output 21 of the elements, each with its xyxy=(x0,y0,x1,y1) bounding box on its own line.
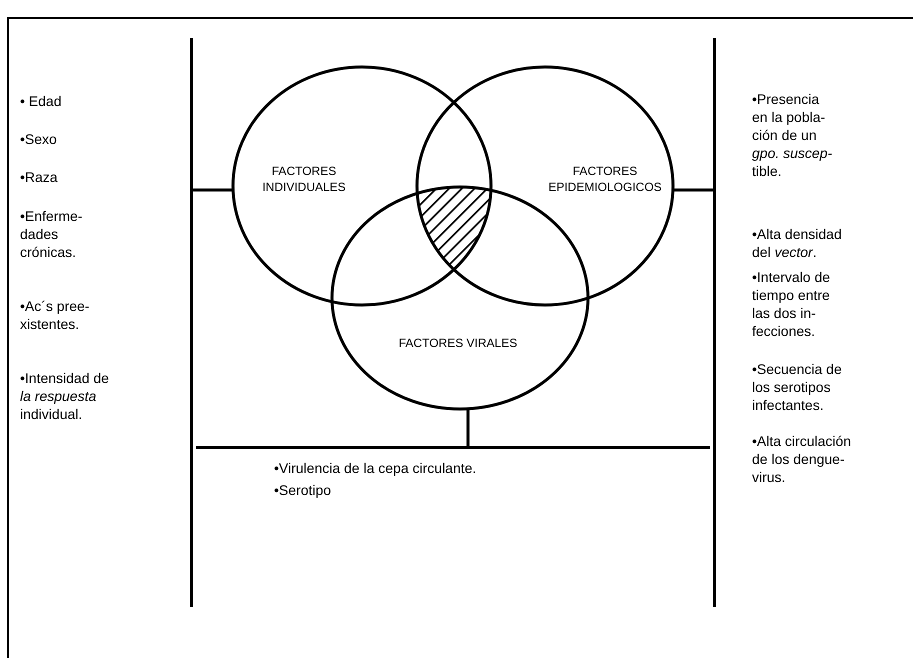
list-item: •Serotipo xyxy=(274,481,332,499)
circle-label: FACTORES VIRALES xyxy=(398,335,518,351)
circle-label: FACTORES EPIDEMIOLOGICOS xyxy=(547,163,663,195)
list-item: •Intervalo de tiempo entre las dos in- fecciones. xyxy=(752,268,832,340)
circle-label: FACTORES INDIVIDUALES xyxy=(261,163,347,195)
list-item: •Sexo xyxy=(20,130,58,148)
list-item: •Alta densidad del vector. xyxy=(752,225,843,261)
list-item: •Raza xyxy=(20,168,59,186)
list-item: •Intensidad de la respuesta individual. xyxy=(20,369,110,423)
connector-line xyxy=(192,188,233,192)
list-item: • Edad xyxy=(20,92,62,110)
list-item: •Virulencia de la cepa circulante. xyxy=(274,459,478,477)
list-item: •Alta circulación de los dengue- virus. xyxy=(752,432,852,486)
list-item: •Presencia en la pobla- ción de un gpo. suscep- tible. xyxy=(752,90,834,180)
venn-circle xyxy=(415,65,675,307)
connector-line xyxy=(673,188,714,192)
list-item: •Ac´s pree- xistentes. xyxy=(20,297,90,333)
connector-line xyxy=(466,408,470,448)
list-item: •Enferme- dades crónicas. xyxy=(20,207,84,261)
list-item: •Secuencia de los serotipos infectantes. xyxy=(752,360,843,414)
venn-circle xyxy=(231,65,493,307)
